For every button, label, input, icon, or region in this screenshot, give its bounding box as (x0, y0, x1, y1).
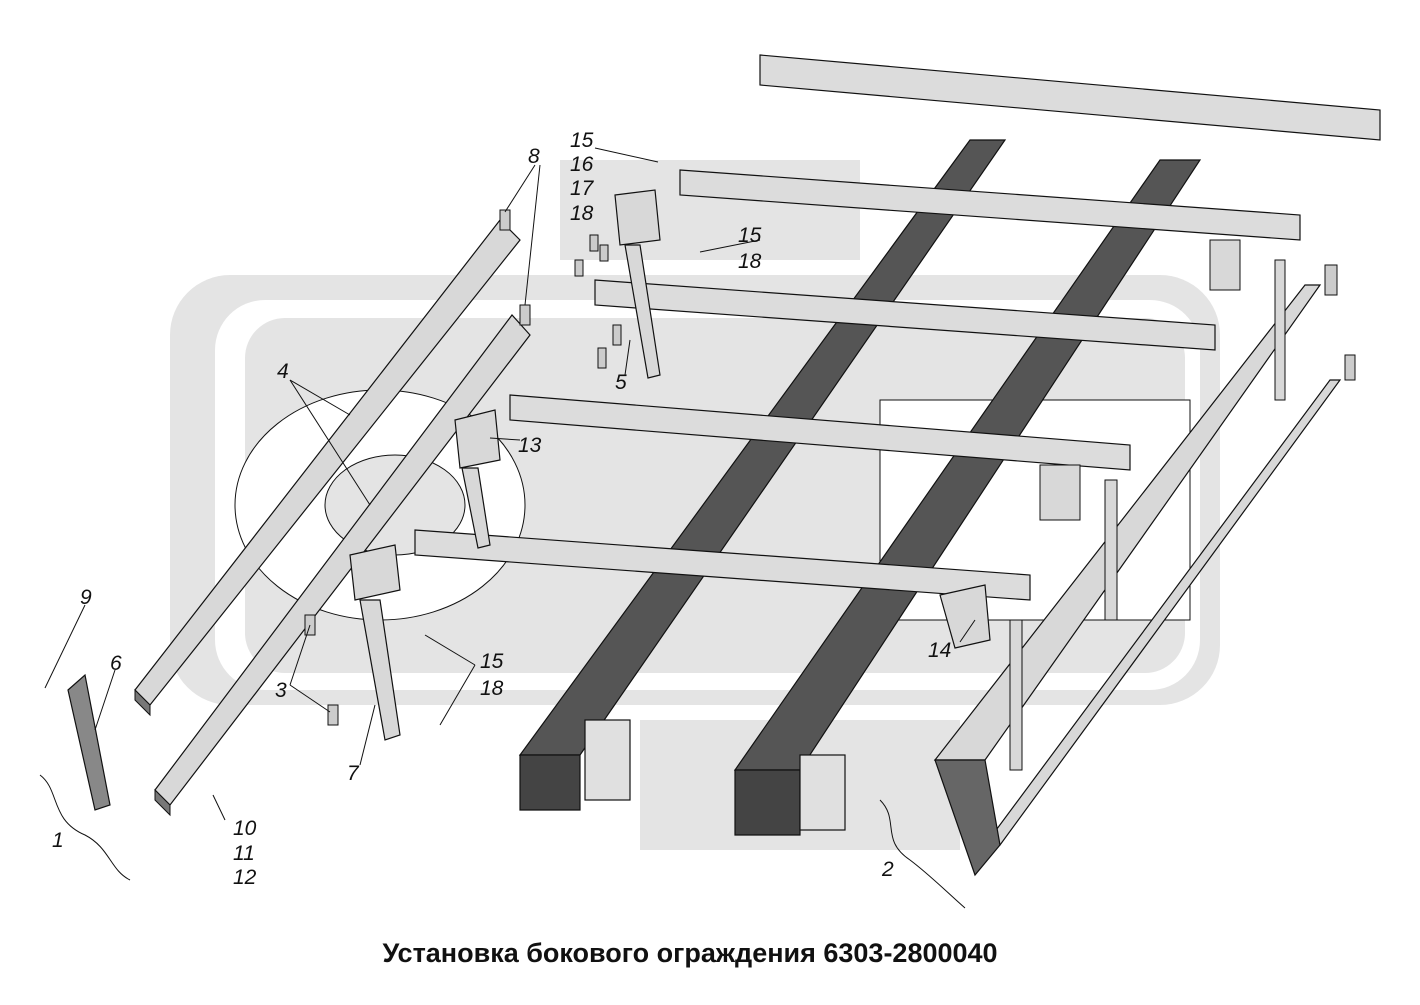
bracket-5 (574, 189, 661, 379)
callout-15-mid: 15 (738, 224, 762, 247)
callout-11: 11 (233, 842, 255, 865)
clamp-8-upper (499, 209, 511, 231)
bracket-7 (349, 544, 401, 741)
callout-15-low: 15 (480, 650, 504, 673)
cross-member-5 (414, 529, 1031, 601)
clamp-3-lower (327, 704, 339, 726)
drawing-caption: Установка бокового ограждения 6303-28000… (382, 938, 998, 968)
callout-6: 6 (110, 652, 122, 675)
callout-18-low: 18 (480, 677, 504, 700)
cross-member-2 (679, 169, 1301, 241)
cross-member-3 (594, 279, 1216, 351)
callout-7: 7 (347, 762, 360, 785)
callout-3: 3 (275, 679, 287, 702)
spring-bracket-right (799, 754, 846, 831)
clamp-8-lower (519, 304, 531, 326)
guard-rail-upper-4 (134, 219, 521, 717)
callout-9: 9 (80, 586, 92, 609)
callout-12: 12 (233, 866, 257, 889)
callout-1: 1 (52, 829, 64, 852)
callout-17: 17 (570, 177, 595, 200)
guard-rail-lower-4 (154, 314, 531, 817)
bracket-13 (454, 409, 501, 549)
bracket-14 (939, 584, 991, 649)
callout-5: 5 (615, 371, 627, 394)
right-side-guard-assembly (933, 239, 1356, 877)
cross-member-1 (759, 54, 1381, 141)
callout-8: 8 (528, 145, 540, 168)
leader-lines (39, 147, 976, 909)
frame-longitudinal-rail-left (518, 139, 1007, 811)
callout-18-top: 18 (570, 202, 594, 225)
callout-18-mid: 18 (738, 250, 762, 273)
frame-longitudinal-rail-right (733, 159, 1202, 836)
callout-4: 4 (277, 360, 289, 383)
callout-13: 13 (518, 434, 542, 457)
callout-labels: 8 15 16 17 18 15 18 4 5 13 14 15 18 9 6 … (52, 129, 951, 889)
spring-bracket-left (584, 719, 631, 801)
callout-15-top: 15 (570, 129, 594, 152)
cross-member-4 (509, 394, 1131, 471)
callout-14: 14 (928, 639, 951, 662)
callout-16: 16 (570, 153, 594, 176)
end-plate-6 (67, 673, 111, 811)
callout-10: 10 (233, 817, 257, 840)
callout-2: 2 (881, 858, 894, 881)
